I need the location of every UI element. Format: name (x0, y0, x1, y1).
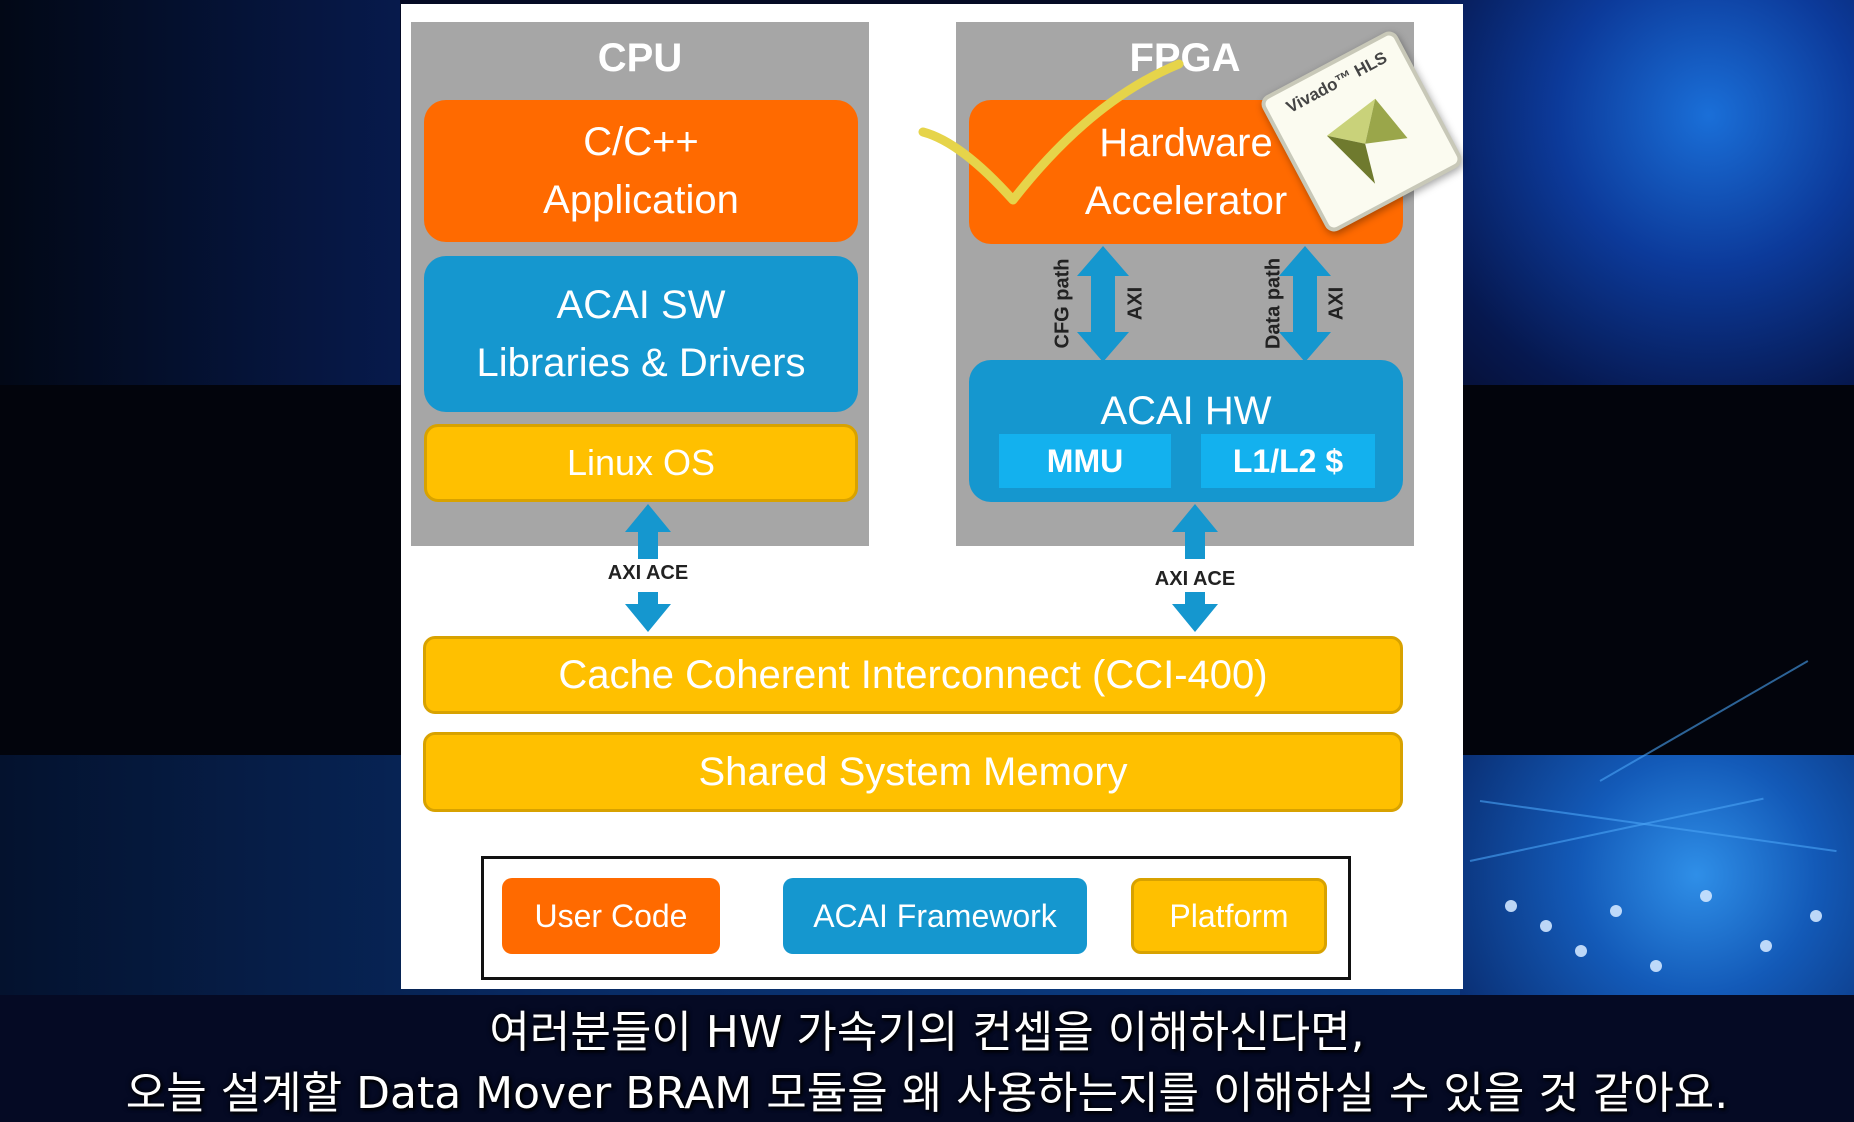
data-path-label: Data path (1262, 257, 1285, 350)
cfg-path-label: CFG path (1051, 258, 1074, 349)
circuit-dot (1760, 940, 1772, 952)
acai-sw-line2: Libraries & Drivers (476, 341, 806, 385)
cci-block: Cache Coherent Interconnect (CCI-400) (423, 636, 1403, 714)
vivado-logo-icon (1326, 98, 1408, 184)
circuit-dot (1700, 890, 1712, 902)
hardware-accelerator-line2: Accelerator (1084, 179, 1288, 223)
circuit-dot (1650, 960, 1662, 972)
circuit-dot (1540, 920, 1552, 932)
legend-platform: Platform (1131, 878, 1327, 954)
hardware-accelerator-line1: Hardware (1099, 121, 1273, 165)
cpu-axi-ace-arrow-down (625, 592, 671, 632)
fpga-title: FPGA (1129, 36, 1241, 80)
circuit-dot (1575, 945, 1587, 957)
cpu-axi-ace-arrow-up (625, 504, 671, 559)
cache-block: L1/L2 $ (1201, 434, 1375, 488)
linux-os-block: Linux OS (424, 424, 858, 502)
cpp-application-line2: Application (543, 178, 739, 222)
arrows-layer (625, 59, 1331, 632)
acai-sw-block: ACAI SW Libraries & Drivers (424, 256, 858, 412)
legend-user-code: User Code (502, 878, 720, 954)
acai-hw-label: ACAI HW (1100, 389, 1272, 433)
cfg-axi-label: AXI (1124, 286, 1147, 321)
cpu-axi-ace-label: AXI ACE (607, 562, 689, 584)
subtitle-line-1: 여러분들이 HW 가속기의 컨셉을 이해하신다면, (489, 1007, 1365, 1058)
circuit-dot (1505, 900, 1517, 912)
data-axi-label: AXI (1325, 286, 1348, 321)
data-path-arrow (1279, 246, 1331, 362)
legend-acai-framework: ACAI Framework (783, 878, 1087, 954)
mmu-block: MMU (999, 434, 1171, 488)
background-circuit (1460, 755, 1854, 995)
cpu-title: CPU (597, 36, 683, 80)
fpga-axi-ace-arrow-down (1172, 592, 1218, 632)
fpga-axi-ace-label: AXI ACE (1154, 568, 1236, 590)
acai-sw-line1: ACAI SW (556, 283, 726, 327)
shared-memory-block: Shared System Memory (423, 732, 1403, 812)
checkmark (918, 59, 1184, 205)
cpp-application-line1: C/C++ (583, 120, 699, 164)
slide: CPU C/C++ Application ACAI SW Libraries … (401, 4, 1463, 989)
fpga-axi-ace-arrow-up (1172, 504, 1218, 559)
background-left (0, 0, 400, 385)
circuit-dot (1610, 905, 1622, 917)
subtitle-line-2: 오늘 설계할 Data Mover BRAM 모듈을 왜 사용하는지를 이해하실… (125, 1068, 1729, 1119)
circuit-dot (1810, 910, 1822, 922)
cfg-path-arrow (1077, 246, 1129, 362)
cpp-application-block: C/C++ Application (424, 100, 858, 242)
vivado-hls-badge: Vivado™ HLS (1258, 28, 1465, 235)
